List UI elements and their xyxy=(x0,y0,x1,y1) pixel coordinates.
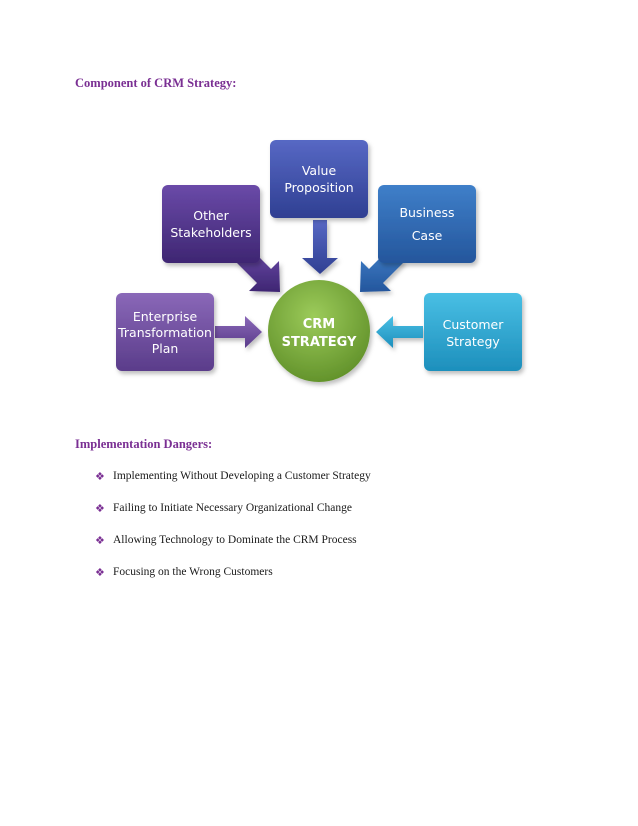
list-item: ❖ Failing to Initiate Necessary Organizat… xyxy=(95,502,371,534)
list-item-text: Allowing Technology to Dominate the CRM … xyxy=(113,534,357,546)
business-line1: Business xyxy=(399,205,454,220)
other-line1: Other xyxy=(193,208,229,223)
enterprise-line3: Plan xyxy=(152,341,179,356)
arrow-value-to-center xyxy=(302,220,338,274)
value-line2: Proposition xyxy=(284,180,353,195)
center-crm-strategy-circle xyxy=(268,280,370,382)
arrow-enterprise-to-center xyxy=(215,316,262,348)
center-line2: STRATEGY xyxy=(282,335,357,350)
enterprise-line2: Transformation xyxy=(117,325,212,340)
customer-line1: Customer xyxy=(443,317,505,332)
list-item-text: Focusing on the Wrong Customers xyxy=(113,566,273,578)
section-heading-dangers: Implementation Dangers: xyxy=(75,437,213,451)
diamond-bullet-icon: ❖ xyxy=(95,503,105,515)
arrow-customer-to-center xyxy=(376,316,423,348)
list-item: ❖ Implementing Without Developing a Custo… xyxy=(95,470,371,502)
value-line1: Value xyxy=(302,163,337,178)
diamond-bullet-icon: ❖ xyxy=(95,471,105,483)
box-customer-strategy xyxy=(424,293,522,371)
list-item-text: Failing to Initiate Necessary Organizati… xyxy=(113,502,352,514)
box-business-case xyxy=(378,185,476,263)
other-line2: Stakeholders xyxy=(170,225,251,240)
list-item-text: Implementing Without Developing a Custom… xyxy=(113,470,371,482)
box-value-proposition xyxy=(270,140,368,218)
box-enterprise-transformation-plan xyxy=(116,293,214,371)
diamond-bullet-icon: ❖ xyxy=(95,567,105,579)
enterprise-line1: Enterprise xyxy=(133,309,198,324)
section-heading-components: Component of CRM Strategy: xyxy=(75,76,237,90)
list-item: ❖ Allowing Technology to Dominate the CRM… xyxy=(95,534,371,566)
list-item: ❖ Focusing on the Wrong Customers xyxy=(95,566,371,598)
customer-line2: Strategy xyxy=(446,334,500,349)
box-other-stakeholders xyxy=(162,185,260,263)
dangers-list: ❖ Implementing Without Developing a Custo… xyxy=(95,470,371,598)
center-line1: CRM xyxy=(303,317,336,332)
diamond-bullet-icon: ❖ xyxy=(95,535,105,547)
business-line2: Case xyxy=(412,228,443,243)
